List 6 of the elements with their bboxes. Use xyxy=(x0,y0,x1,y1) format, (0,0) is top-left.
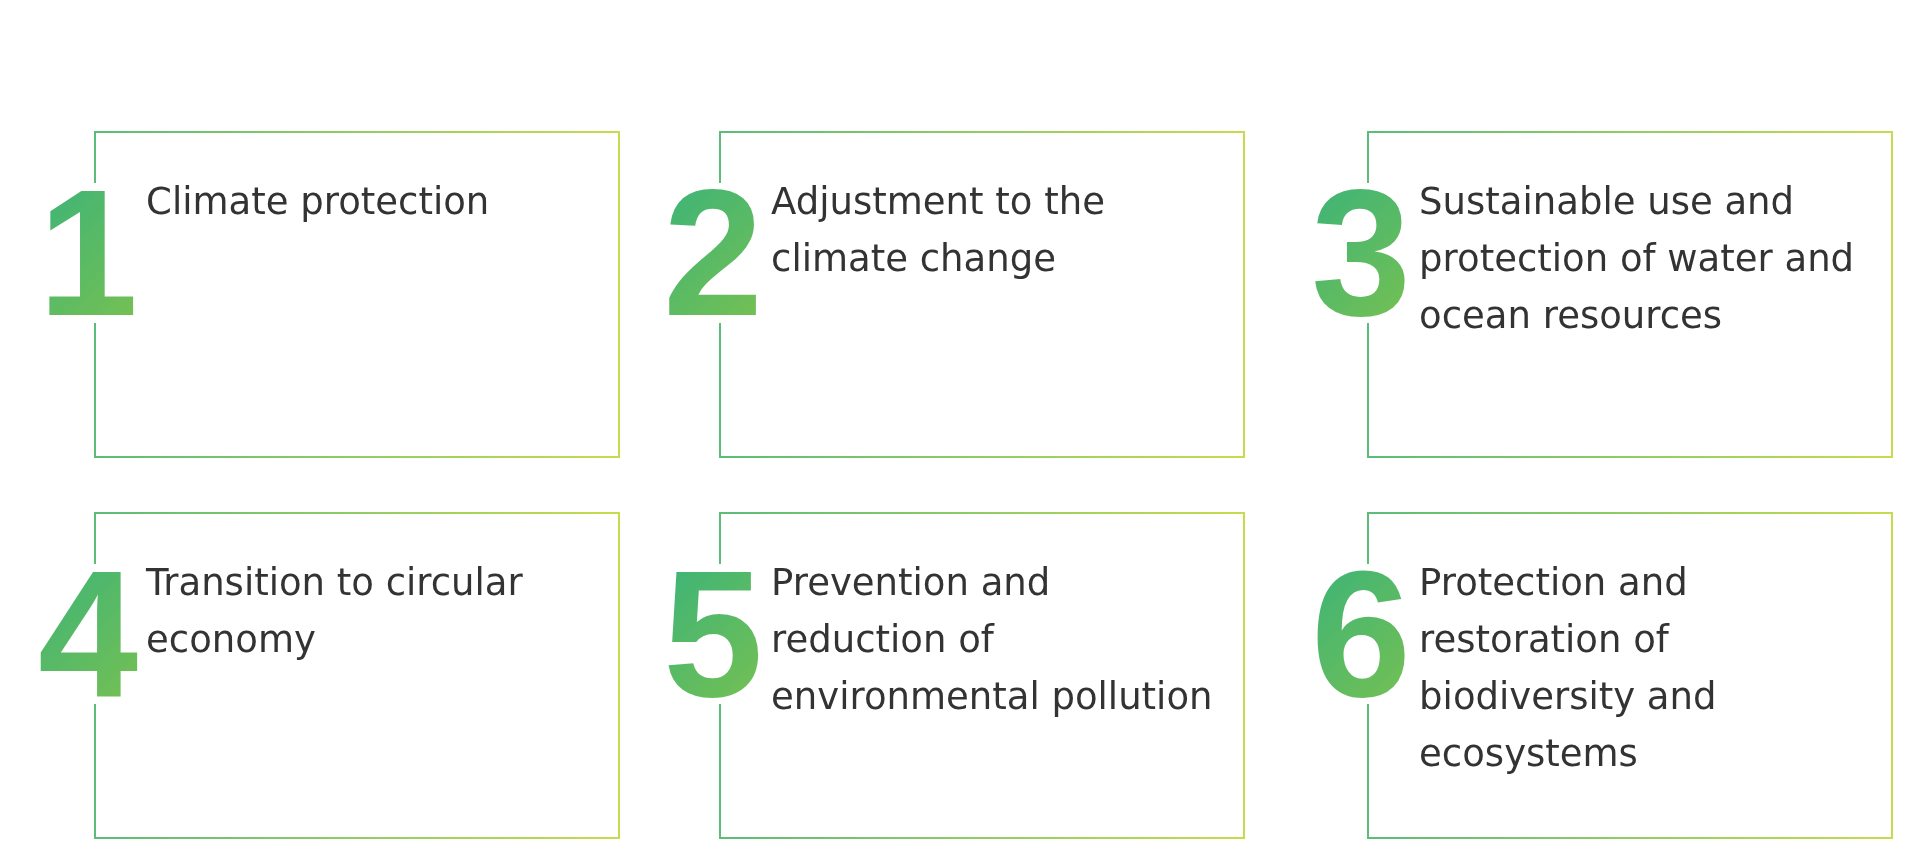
topic-title: Prevention and reduction of environmental pollution xyxy=(771,560,1214,720)
topic-title: Climate protection xyxy=(146,179,491,225)
topic-title: Adjustment to the climate change xyxy=(771,179,1106,282)
topic-title: Protection and restoration of biodiversity and ecosystems xyxy=(1419,560,1718,777)
topic-title: Sustainable use and protection of water and ocean resources xyxy=(1419,179,1856,339)
topic-title: Transition to circular economy xyxy=(146,560,524,663)
